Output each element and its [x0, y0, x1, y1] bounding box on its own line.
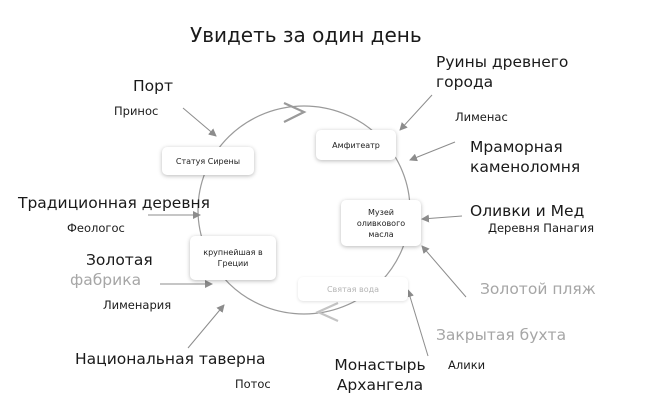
- box-holy-water: Святая вода: [298, 277, 408, 301]
- arrow-national-tavern: [187, 304, 225, 349]
- label-limenaria: Лименария: [103, 298, 172, 312]
- arrow-golden-beach: [421, 245, 467, 298]
- label-ruins: Руины древнего города: [436, 53, 569, 91]
- label-theologos: Феологос: [67, 221, 125, 235]
- label-port: Порт: [133, 77, 174, 95]
- label-limenas: Лименас: [455, 110, 508, 124]
- arrow-marble: [409, 141, 456, 162]
- cycle-arrow-bottom: [315, 301, 339, 323]
- label-golden-factory-2: фабрика: [70, 271, 142, 289]
- cycle-arrow-top: [283, 101, 307, 123]
- box-olive-museum: Музей оливкового масла: [341, 200, 421, 246]
- label-closed-bay: Закрытая бухта: [436, 326, 567, 344]
- label-panagia: Деревня Панагия: [488, 221, 594, 235]
- arrow-olives: [421, 214, 463, 223]
- arrow-ruins: [399, 94, 433, 131]
- arrow-port: [182, 107, 217, 137]
- box-largest: крупнейшая в Греции: [190, 236, 276, 280]
- box-amphitheater: Амфитеатр: [316, 130, 396, 160]
- box-statue: Статуя Сирены: [162, 147, 254, 175]
- label-golden-beach: Золотой пляж: [480, 280, 596, 298]
- label-national-tavern: Национальная таверна: [75, 350, 266, 368]
- label-golden-factory-1: Золотая: [86, 251, 153, 269]
- label-olives: Оливки и Мед: [470, 202, 585, 220]
- diagram-title: Увидеть за один день: [190, 23, 422, 47]
- label-monastery: Монастырь Архангела: [334, 356, 426, 394]
- label-potos: Потос: [235, 377, 271, 391]
- arrow-closed-bay: [406, 289, 429, 357]
- label-prinos: Принос: [114, 104, 159, 118]
- label-marble: Мраморная каменоломня: [470, 138, 581, 176]
- label-traditional: Традиционная деревня: [18, 194, 210, 212]
- label-aliki: Алики: [448, 358, 486, 372]
